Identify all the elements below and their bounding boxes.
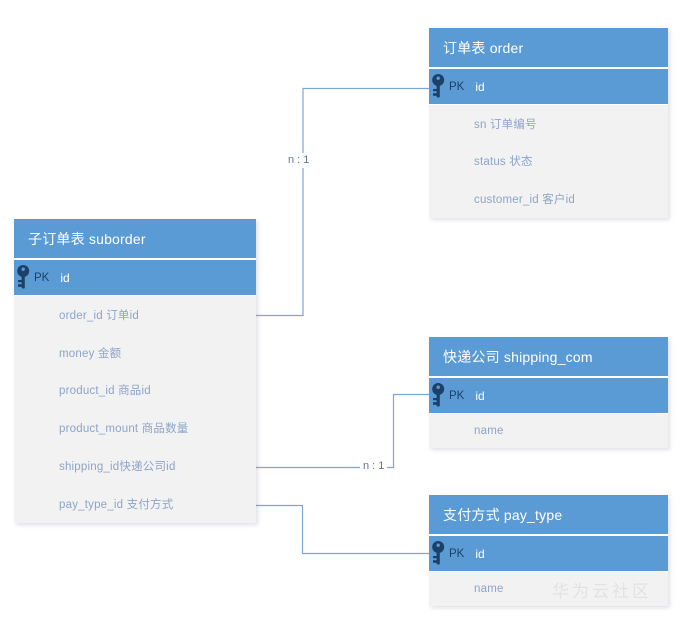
primary-key-icon [432,73,445,97]
entity-order-fields: sn 订单编号 status 状态 customer_id 客户id [429,105,668,218]
entity-shipping-com-title: 快递公司 shipping_com [443,348,593,365]
entity-suborder[interactable]: 子订单表 suborder PK id order_id 订单id money … [14,219,256,523]
connector-order-suborder [256,87,429,317]
field-row[interactable]: money 金额 [59,347,122,360]
entity-order[interactable]: 订单表 order PK id sn 订单编号 status 状态 custom… [429,28,668,218]
entity-order-pk-row[interactable]: PK id [429,69,668,105]
field-row[interactable]: name [474,425,504,437]
connector-suborder-paytype [256,504,429,555]
cardinality-label-order: n : 1 [285,153,313,168]
entity-suborder-title: 子订单表 suborder [28,230,146,247]
pk-field-name: id [475,79,485,94]
entity-order-header[interactable]: 订单表 order [429,28,668,69]
pk-tag: PK [449,389,465,402]
entity-shipping-com-fields: name [429,414,668,448]
entity-pay-type-pk-row[interactable]: PK id [429,536,668,572]
field-row[interactable]: status 状态 [474,156,533,169]
pk-tag: PK [449,80,465,93]
primary-key-icon [432,382,445,406]
entity-shipping-com[interactable]: 快递公司 shipping_com PK id name [429,337,668,448]
field-row[interactable]: pay_type_id 支付方式 [59,498,174,511]
pk-field-name: id [475,388,485,403]
primary-key-icon [432,540,445,564]
entity-pay-type-header[interactable]: 支付方式 pay_type [429,495,668,536]
pk-field-name: id [60,270,70,285]
entity-pay-type[interactable]: 支付方式 pay_type PK id name [429,495,668,606]
entity-pay-type-title: 支付方式 pay_type [443,506,563,523]
connector-suborder-shipping [256,393,429,469]
entity-suborder-fields: order_id 订单id money 金额 product_id 商品id p… [14,296,256,523]
pk-tag: PK [34,271,50,284]
field-row[interactable]: name [474,583,504,595]
pk-field-name: id [475,546,485,561]
entity-shipping-com-header[interactable]: 快递公司 shipping_com [429,337,668,378]
entity-shipping-com-pk-row[interactable]: PK id [429,378,668,414]
field-row[interactable]: product_id 商品id [59,385,151,398]
field-row[interactable]: order_id 订单id [59,309,139,322]
entity-suborder-pk-row[interactable]: PK id [14,260,256,296]
pk-tag: PK [449,547,465,560]
entity-pay-type-fields: name [429,572,668,606]
field-row[interactable]: shipping_id快递公司id [59,461,176,474]
field-row[interactable]: product_mount 商品数量 [59,423,189,436]
primary-key-icon [17,264,30,288]
field-row[interactable]: customer_id 客户id [474,193,575,206]
cardinality-label-shipping: n : 1 [360,459,388,474]
field-row[interactable]: sn 订单编号 [474,118,537,131]
entity-order-title: 订单表 order [443,39,524,56]
entity-suborder-header[interactable]: 子订单表 suborder [14,219,256,260]
